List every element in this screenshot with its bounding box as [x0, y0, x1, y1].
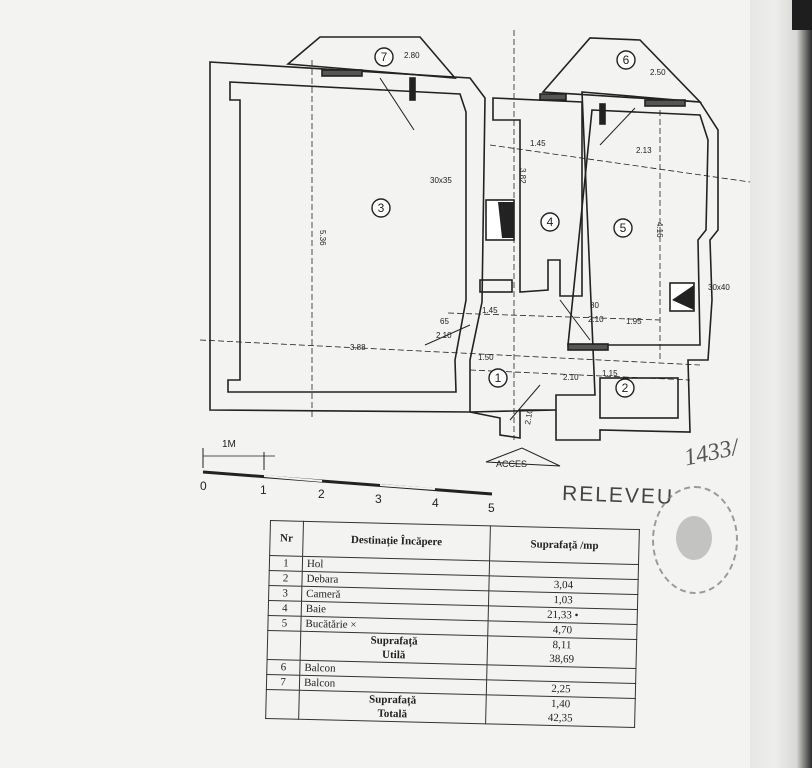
row-nr: 4 — [268, 600, 302, 617]
room-marker-5 — [613, 218, 633, 238]
scale-tick: 3 — [375, 492, 382, 506]
room-marker-2 — [615, 378, 635, 398]
scale-unit: 1M — [222, 439, 236, 450]
door-jamb — [409, 77, 416, 101]
room-number: 2 — [622, 381, 629, 395]
room-3-outer-wall — [209, 61, 486, 413]
door-swing — [599, 107, 636, 146]
room-marker-7 — [374, 47, 394, 67]
dim-label: 2.10 — [588, 315, 604, 324]
drawing-title: RELEVEU — [561, 482, 675, 509]
dim-label: 1.50 — [478, 353, 494, 362]
row-nr: 2 — [268, 570, 303, 587]
room-3-inner-wall — [227, 81, 467, 393]
wall-segment — [479, 279, 513, 293]
access-label: ACCES — [496, 459, 527, 469]
dim-label: 2.50 — [650, 68, 666, 77]
dimension-lines — [199, 30, 751, 440]
dim-label: 2.10 — [436, 331, 452, 340]
dim-label: 5.36 — [318, 230, 327, 246]
bath-walls — [492, 97, 583, 297]
door-swing — [559, 299, 591, 341]
room-number: 4 — [547, 215, 554, 229]
row-nr — [265, 689, 300, 720]
room-number: 6 — [623, 53, 630, 67]
room-marker-1 — [488, 368, 508, 388]
page-corner — [792, 0, 812, 30]
hall-walls — [469, 409, 557, 439]
dim-label: 30x35 — [430, 176, 452, 185]
dim-label: 3.82 — [518, 168, 527, 184]
room-number: 3 — [378, 201, 385, 215]
room-number: 5 — [620, 221, 627, 235]
door-swing — [424, 324, 471, 346]
header-area: Suprafață /mp — [489, 525, 640, 565]
scale-bar: 1M — [202, 439, 493, 496]
access-arrow-icon — [485, 447, 561, 467]
dim-label: 1.15 — [602, 369, 618, 378]
balcony-6 — [541, 37, 703, 103]
vent-fill — [498, 202, 514, 238]
dim-label: 1.95 — [626, 317, 642, 326]
room-number: 7 — [381, 50, 388, 64]
dim-label: 2.10 — [563, 373, 579, 382]
row-nr: 3 — [268, 585, 302, 602]
kitchen-outer-wall — [555, 91, 719, 441]
debara-walls — [599, 377, 679, 419]
row-nr: 6 — [266, 659, 301, 676]
row-nr: 5 — [267, 615, 302, 632]
dim-label: 80 — [590, 301, 599, 310]
row-nr: 7 — [266, 674, 300, 691]
dim-label: 1.45 — [530, 139, 546, 148]
dim-label: 30x40 — [708, 283, 730, 292]
row-nr — [267, 630, 301, 661]
dim-label: 4.16 — [655, 222, 664, 238]
door-swing — [509, 384, 541, 421]
header-nr: Nr — [269, 520, 304, 557]
dim-label: 2.13 — [636, 146, 652, 155]
value-line: 42,35 — [547, 711, 573, 725]
window-bath — [539, 93, 567, 101]
dim-label: 1.45 — [482, 306, 498, 315]
scale-tick: 4 — [432, 496, 439, 510]
vent-fill — [672, 285, 694, 310]
door-swing — [379, 77, 415, 131]
window-kitchen — [644, 99, 686, 107]
room-marker-6 — [616, 50, 636, 70]
scale-tick: 0 — [200, 479, 207, 493]
window-room3 — [321, 69, 363, 77]
room-marker-3 — [371, 198, 391, 218]
wall-segment — [567, 343, 609, 351]
scale-tick: 5 — [488, 501, 495, 515]
page-edge — [750, 0, 812, 768]
dim-label: 3.88 — [350, 343, 366, 352]
scale-tick: 2 — [318, 487, 325, 501]
room-marker-4 — [540, 212, 560, 232]
official-stamp — [652, 486, 738, 594]
dim-label: 2.80 — [404, 51, 420, 60]
label-line: Totală — [377, 707, 408, 721]
dim-label: 65 — [440, 317, 449, 326]
room-number: 1 — [495, 371, 502, 385]
row-nr: 1 — [269, 555, 303, 572]
dim-label: 2.10 — [523, 408, 535, 425]
door-jamb — [599, 103, 606, 125]
header-destination: Destinație Încăpere — [302, 521, 491, 561]
scale-tick: 1 — [260, 483, 267, 497]
